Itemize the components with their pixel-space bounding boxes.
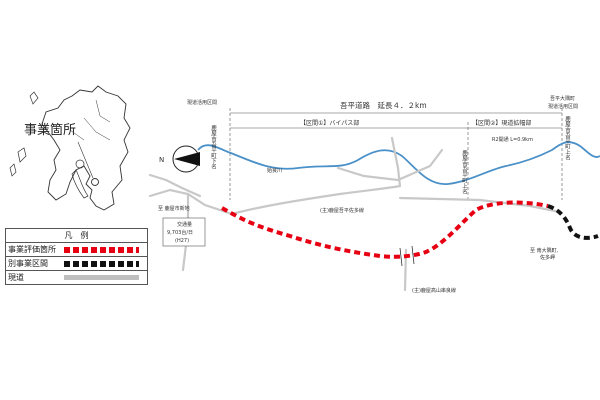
prefecture-outline [41,85,131,211]
legend-label-evaluated: 事業評価箇所 [8,245,56,254]
road-left-north [148,173,202,198]
legend-item-existing-road: 現道 [6,270,147,284]
inset-title: 事業箇所 [24,122,76,138]
project-location-marker [91,178,99,186]
road-label-lower: (主)鹿屋高山串良線 [412,287,456,294]
evaluated-section-route [220,200,549,259]
legend-item-evaluated: 事業評価箇所 [6,242,147,256]
legend-title-text: 凡 例 [64,231,89,240]
legend-swatch-red-dash [64,246,139,253]
location-leader-line [77,141,94,179]
right-start-label: 現道活用区間 [548,103,578,110]
destination-right-2: 佐多岬 [540,254,555,261]
legend-swatch-gray [64,275,139,280]
koshiki-islands [9,147,27,177]
sakurajima [75,159,85,169]
destination-left: 至 鹿屋市新地 [158,205,190,212]
legend-title: 凡 例 [6,229,147,242]
road-center-east [396,148,444,182]
traffic-box [162,217,206,247]
section1-label: 【区間①】バイパス部 [300,119,359,127]
river-label: 姶良川 [267,167,282,174]
r2-opening-note: R2開通 L=0.9km [492,136,533,143]
project-title: 吾平道路 延長４．２km [340,100,427,110]
traffic-value: 9,703台/日 [167,229,193,236]
legend-item-other-project: 別事業区間 [6,256,147,270]
destination-right-1: 至 南大隅町, [530,247,559,254]
road-center-west [336,166,400,182]
legend-label-other-project: 別事業区間 [8,259,48,268]
left-start-label: 現道活用区間 [187,99,217,106]
place-label-right: 鹿屋市吾平町上名 [564,115,571,162]
other-project-route [547,204,599,240]
right-top-label: 吾平大隅町 [550,95,575,102]
north-label: N [159,156,164,164]
legend: 凡 例 事業評価箇所 別事業区間 現道 [5,228,148,285]
traffic-year: (H27) [175,238,189,244]
island-east [29,91,39,105]
place-label-left: 鹿屋市吾平町下名 [210,124,217,171]
traffic-title: 交通量 [177,221,192,228]
inset-map: 事業箇所 [9,85,131,211]
north-arrow [172,145,200,173]
bridge-mark [399,245,415,267]
road-right-south [398,196,562,214]
section2-label: 【区間②】現道拡幅部 [472,119,531,127]
north-arrow-pointer [174,152,200,166]
legend-label-existing-road: 現道 [8,273,24,282]
extent-dimension [229,108,563,200]
kinko-bay [71,169,89,199]
inset-region-lines [69,99,111,141]
road-label-upper: (主)鹿屋吾平佐多線 [320,207,364,214]
place-label-mid: 鹿屋市吾平町上名 [461,149,468,196]
legend-swatch-black-dash [64,260,139,267]
